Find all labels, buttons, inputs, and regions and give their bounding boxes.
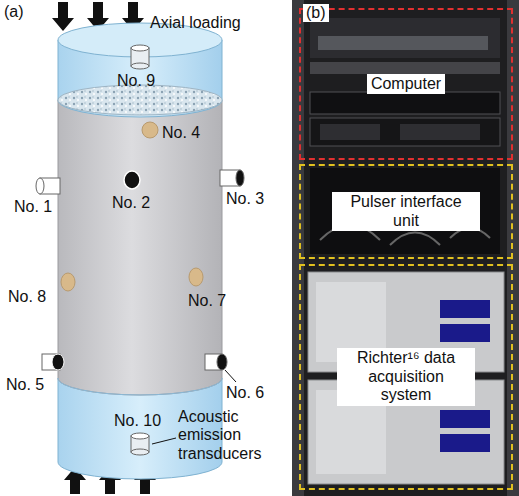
callout-number: No. 4 — [162, 124, 200, 142]
annotation-label: Acoustic emission transducers — [178, 408, 288, 463]
callout-number: No. 1 — [14, 198, 52, 216]
callout-number: No. 7 — [188, 292, 226, 310]
callout-number: No. 9 — [117, 72, 155, 90]
callout-number: No. 5 — [6, 376, 44, 394]
load-label: Axial loading — [150, 14, 241, 32]
pulser-box: Pulser interface unit — [299, 164, 513, 259]
callout-number: No. 2 — [112, 194, 150, 212]
box-label: Richter¹⁶ data acquisition system — [337, 348, 475, 405]
computer-box: Computer — [299, 8, 513, 160]
daq-box: Richter¹⁶ data acquisition system — [299, 264, 513, 490]
box-label: Computer — [367, 74, 445, 94]
callout-number: No. 6 — [226, 384, 264, 402]
transducer — [36, 45, 244, 455]
panel-letter: (b) — [303, 4, 329, 22]
equipment-photo — [292, 0, 519, 496]
callout-number: No. 3 — [226, 190, 264, 208]
panel-letter: (a) — [4, 3, 24, 21]
callout-number: No. 10 — [114, 412, 161, 430]
box-label: Pulser interface unit — [332, 192, 480, 231]
callout-number: No. 8 — [8, 288, 46, 306]
